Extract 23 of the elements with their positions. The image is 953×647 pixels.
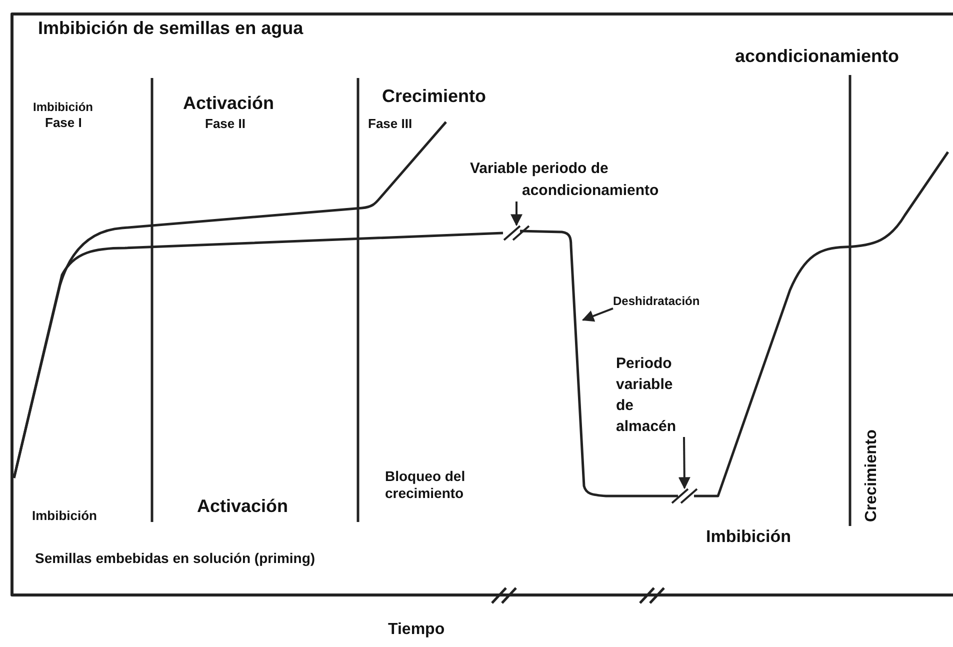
phase-label: Activación: [183, 93, 274, 115]
phase-label: Imbibición: [706, 527, 791, 548]
phase-label: Crecimiento: [382, 86, 486, 108]
phase-label: Imbibición: [32, 508, 97, 524]
phase-label: Semillas embebidas en solución (priming): [35, 550, 316, 567]
phase-label: acondicionamiento: [735, 46, 900, 68]
axis-label: Tiempo: [388, 620, 445, 640]
phase-label: Activación: [197, 496, 288, 518]
phase-label: Imbibición de semillas en agua: [38, 18, 304, 40]
leader-arrow: [678, 436, 690, 490]
annotation-text: Variable periodo de acondicionamiento: [470, 158, 722, 202]
curve-break-mark: [671, 488, 698, 504]
phase-label: Crecimiento: [862, 430, 881, 522]
phase-label: Fase III: [368, 116, 412, 132]
phase-label: Fase II: [205, 116, 246, 132]
annotation-text: Periodo variable de almacén: [616, 353, 684, 437]
phase-label: Bloqueo del crecimiento: [385, 468, 466, 502]
phase-label: Imbibición: [33, 100, 93, 114]
leader-arrow: [582, 307, 614, 322]
leader-arrow: [510, 202, 522, 226]
phase-label: Fase I: [45, 115, 82, 131]
annotation-text: Deshidratación: [613, 294, 700, 308]
curve-break-mark: [503, 225, 530, 241]
